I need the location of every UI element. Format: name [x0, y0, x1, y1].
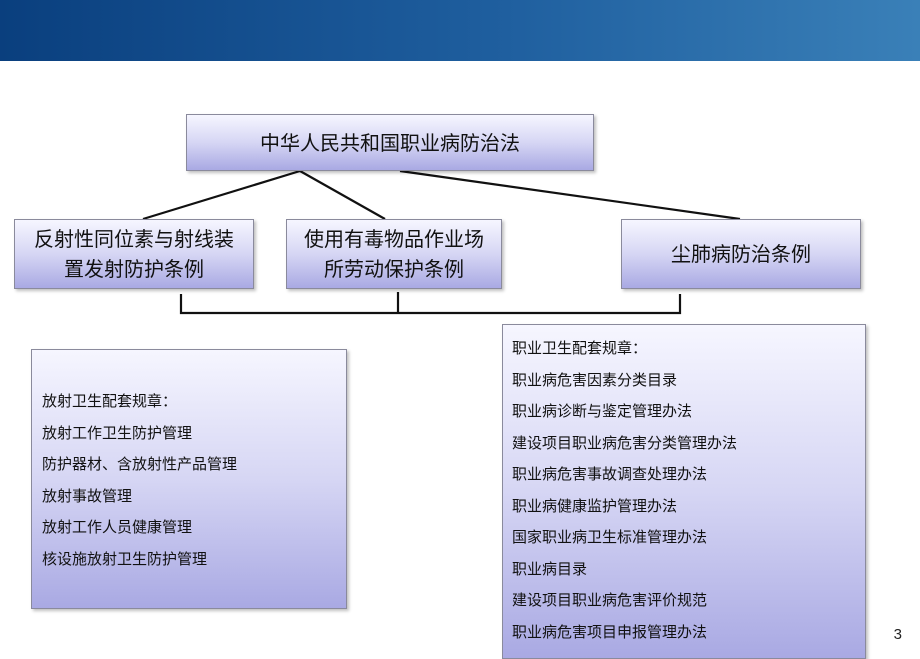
occupational-rule-item: 职业病危害项目申报管理办法 [512, 622, 708, 641]
radiation-rule-item: 放射工作卫生防护管理 [42, 423, 193, 442]
regulation-radiation-line1: 反射性同位素与射线装 [34, 227, 234, 251]
law-title: 中华人民共和国职业病防治法 [260, 130, 520, 155]
radiation-rule-item: 防护器材、含放射性产品管理 [42, 455, 238, 473]
regulation-box-toxic: 使用有毒物品作业场 所劳动保护条例 [286, 219, 502, 289]
regulation-radiation-line2: 置发射防护条例 [64, 257, 204, 281]
regulation-toxic-line2: 所劳动保护条例 [324, 257, 464, 281]
radiation-rule-item: 放射事故管理 [42, 486, 133, 505]
occupational-rule-item: 职业病危害事故调查处理办法 [512, 465, 708, 483]
connector-law-to-reg3 [399, 169, 741, 221]
connector-law-to-reg1 [142, 169, 301, 221]
occupational-rule-item: 国家职业病卫生标准管理办法 [512, 528, 708, 546]
regulation-box-pneumoconiosis: 尘肺病防治条例 [621, 219, 861, 289]
radiation-rule-item: 核设施放射卫生防护管理 [42, 549, 208, 568]
occupational-rule-item: 职业病健康监护管理办法 [512, 496, 678, 515]
radiation-rule-item: 放射工作人员健康管理 [42, 518, 193, 536]
law-title-box: 中华人民共和国职业病防治法 [186, 114, 594, 171]
regulation-toxic-line1: 使用有毒物品作业场 [304, 227, 484, 251]
occupational-rule-item: 职业病目录 [512, 559, 588, 578]
connector-law-to-reg2 [299, 170, 386, 220]
header-bar [0, 0, 920, 61]
occupational-rule-item: 建设项目职业病危害评价规范 [512, 591, 708, 609]
occupational-rules-panel: 职业卫生配套规章： 职业病危害因素分类目录 职业病诊断与鉴定管理办法 建设项目职… [502, 324, 866, 659]
bracket-connector [179, 294, 682, 315]
occupational-rule-item: 建设项目职业病危害分类管理办法 [512, 433, 738, 452]
radiation-rules-heading: 放射卫生配套规章： [42, 392, 178, 410]
occupational-rule-item: 职业病诊断与鉴定管理办法 [512, 402, 693, 420]
regulation-box-radiation: 反射性同位素与射线装 置发射防护条例 [14, 219, 254, 289]
page-number: 3 [893, 626, 902, 643]
occupational-rules-heading: 职业卫生配套规章： [512, 339, 648, 357]
regulation-pneumoconiosis: 尘肺病防治条例 [671, 242, 811, 266]
radiation-rules-panel: 放射卫生配套规章： 放射工作卫生防护管理 防护器材、含放射性产品管理 放射事故管… [31, 349, 347, 609]
occupational-rule-item: 职业病危害因素分类目录 [512, 370, 678, 389]
